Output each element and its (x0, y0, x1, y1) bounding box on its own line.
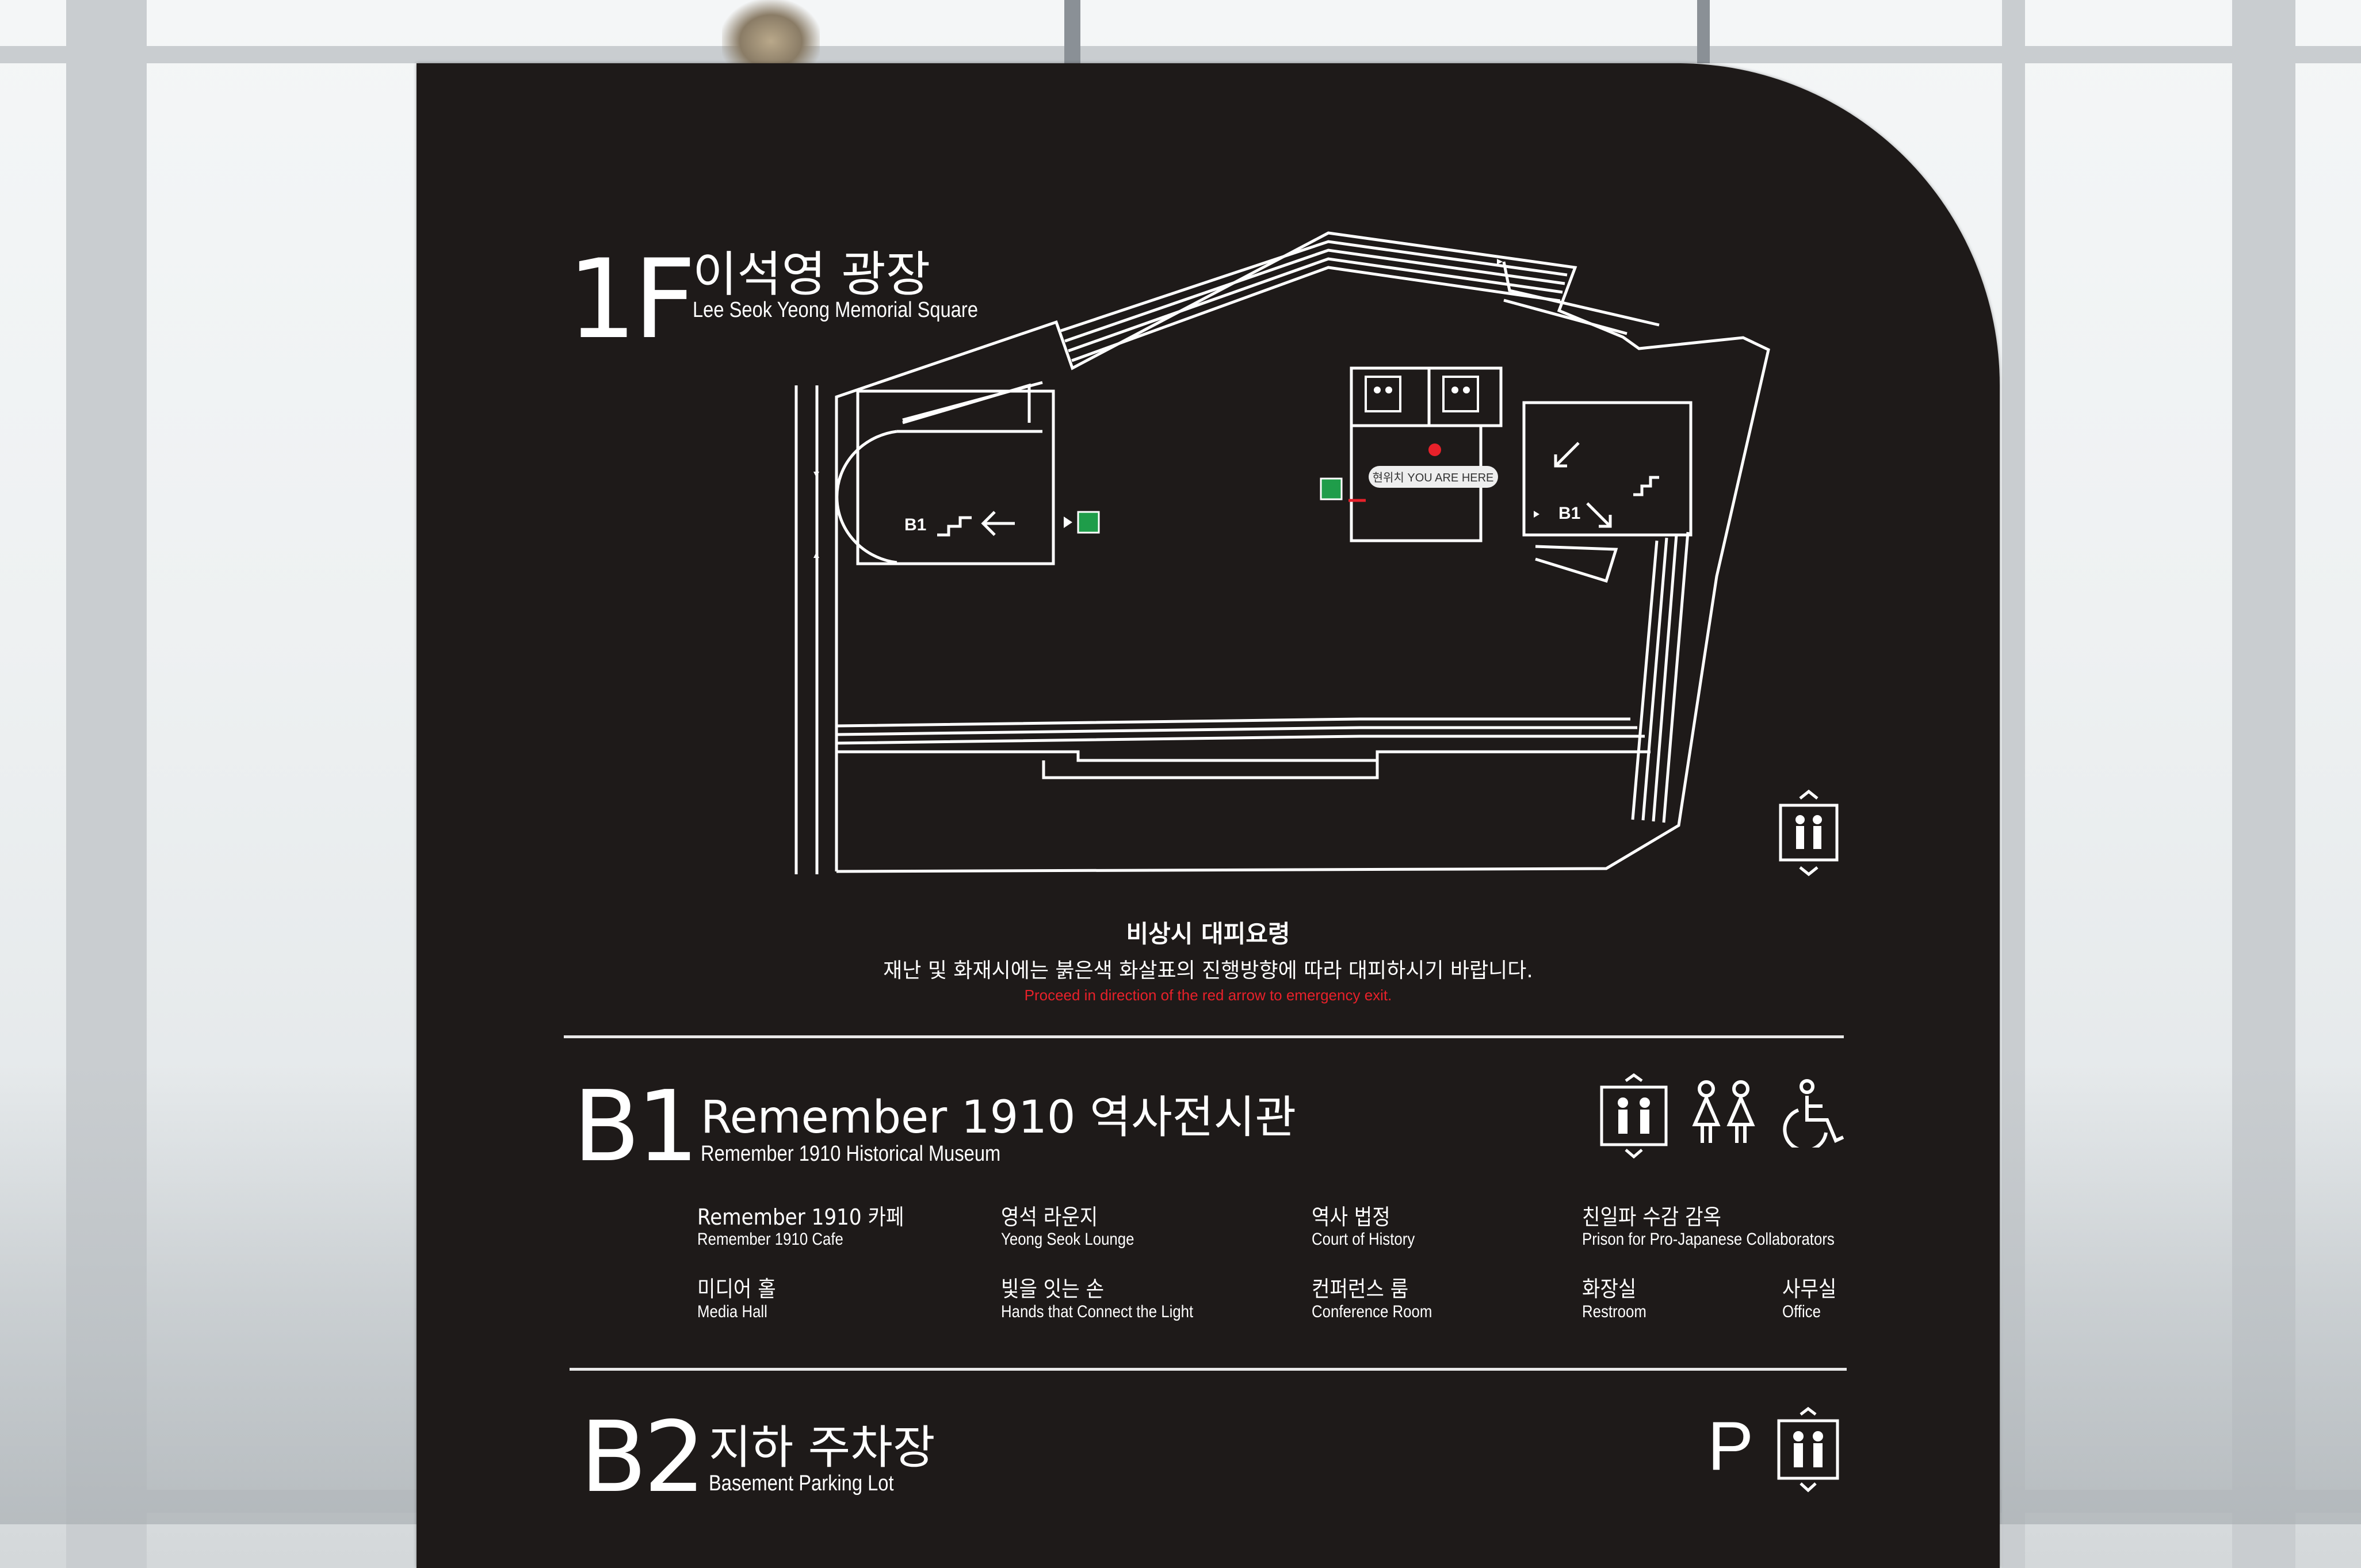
notice-body-en: Proceed in direction of the red arrow to… (1024, 986, 1392, 1004)
level-1f: 1F (567, 236, 696, 363)
steps-bottom-inner (1042, 760, 1379, 779)
facility-ko: 미디어 홀 (697, 1276, 776, 1302)
facility-en: Restroom (1582, 1302, 1646, 1321)
facility-ko: 컨퍼런스 룸 (1312, 1276, 1409, 1302)
accessible-icon (1783, 1079, 1844, 1148)
you-are-here-label: 현위치 YOU ARE HERE (1373, 471, 1494, 484)
facility-en: Yeong Seok Lounge (1001, 1230, 1134, 1249)
floor-map: 현위치 YOU ARE HERE B1 B1 (794, 231, 1770, 874)
steps-right-4 (1631, 540, 1659, 820)
facility-ko: 친일파 수감 감옥 (1582, 1204, 1722, 1230)
divider-2 (570, 1368, 1847, 1371)
exit-pointer-left (1064, 517, 1072, 528)
direction-marker (1497, 259, 1503, 265)
facility-en: Media Hall (697, 1302, 767, 1321)
facility-ko: 화장실 (1582, 1276, 1637, 1302)
left-room-curve (835, 430, 897, 564)
steps-bottom-3 (836, 735, 1645, 745)
facility-en: Conference Room (1312, 1302, 1432, 1321)
stairs-symbol-left (937, 516, 972, 537)
arrow-up-right-line (1554, 442, 1580, 467)
road-marker (813, 552, 819, 558)
parking-icon: P (1707, 1408, 1754, 1485)
facility-ko: 역사 법정 (1312, 1204, 1390, 1230)
corridor-upper-2 (1503, 299, 1628, 335)
curtain-rod-right (1697, 0, 1710, 63)
seating-line-3 (1068, 257, 1563, 353)
floor-b2-title-ko: 지하 주차장 (709, 1421, 935, 1474)
seating-line-4 (1071, 266, 1561, 362)
arrow-down-right-head (1599, 515, 1612, 528)
seating-line-2 (1064, 248, 1565, 343)
floor-1f-title-en: Lee Seok Yeong Memorial Square (693, 298, 979, 322)
steps-right-1 (1662, 531, 1690, 823)
you-are-here-dot (1428, 443, 1441, 456)
steps-right-2 (1652, 534, 1678, 822)
elevator-icon (1442, 376, 1479, 412)
floor-1f-title-ko: 이석영 광장 (693, 246, 931, 303)
steps-right-3 (1641, 537, 1668, 821)
facility-en: Hands that Connect the Light (1001, 1302, 1194, 1321)
direction-marker (1534, 511, 1539, 518)
level-b1: B1 (573, 1070, 699, 1184)
facility-en: Prison for Pro-Japanese Collaborators (1582, 1230, 1835, 1249)
steps-bottom-1 (836, 717, 1630, 728)
left-room (856, 389, 1055, 565)
building-outline (835, 231, 1770, 873)
floor-b1-title-ko: Remember 1910 역사전시관 (701, 1092, 1297, 1144)
steps-bottom-4 (836, 750, 1651, 762)
road-marker (813, 472, 819, 477)
arrow-up-right-head (1554, 454, 1567, 468)
window-mullion-top-center (1064, 0, 1080, 63)
elevator-icon (1777, 1406, 1839, 1493)
facility-en: Remember 1910 Cafe (697, 1230, 843, 1249)
restroom-icon (1692, 1080, 1755, 1143)
corridor-upper-1 (1502, 261, 1660, 327)
facility-ko: 영석 라운지 (1001, 1204, 1098, 1230)
level-b2: B2 (580, 1401, 706, 1515)
floor-b2-title-en: Basement Parking Lot (709, 1471, 894, 1496)
facility-en: Court of History (1312, 1230, 1415, 1249)
directory-sign: 1F 이석영 광장 Lee Seok Yeong Memorial Square (417, 63, 2000, 1568)
steps-bottom-2 (836, 726, 1637, 736)
you-are-here-pill (1369, 466, 1498, 488)
ceiling-fixture (722, 0, 820, 75)
elevator-icon (1600, 1073, 1668, 1159)
stair-landing (1535, 545, 1618, 583)
facility-ko: Remember 1910 카페 (697, 1204, 904, 1230)
facility-en: Office (1782, 1302, 1821, 1321)
seating-line-1 (1060, 240, 1568, 332)
stair-room-right (1522, 401, 1693, 537)
stairs-symbol-right (1633, 476, 1659, 496)
facility-ko: 빛을 잇는 손 (1001, 1276, 1105, 1302)
left-room-slope (902, 381, 1043, 422)
floor-b1-title-en: Remember 1910 Historical Museum (701, 1142, 1001, 1166)
emergency-exit-icon (1077, 511, 1100, 534)
emergency-exit-icon (1320, 477, 1343, 500)
stair-label-right: B1 (1558, 504, 1580, 523)
elevator-icon (1365, 376, 1401, 412)
arrow-down-right-line (1586, 502, 1611, 527)
notice-body-ko: 재난 및 화재시에는 붉은색 화살표의 진행방향에 따라 대피하시기 바랍니다. (883, 959, 1533, 982)
window-frame-top (0, 46, 2361, 63)
facility-ko: 사무실 (1782, 1276, 1837, 1302)
elevator-icon (1779, 789, 1839, 877)
stair-label-left: B1 (904, 515, 926, 534)
notice-heading: 비상시 대피요령 (1126, 920, 1290, 948)
arrow-left-head (981, 511, 996, 536)
divider-1 (564, 1035, 1844, 1038)
